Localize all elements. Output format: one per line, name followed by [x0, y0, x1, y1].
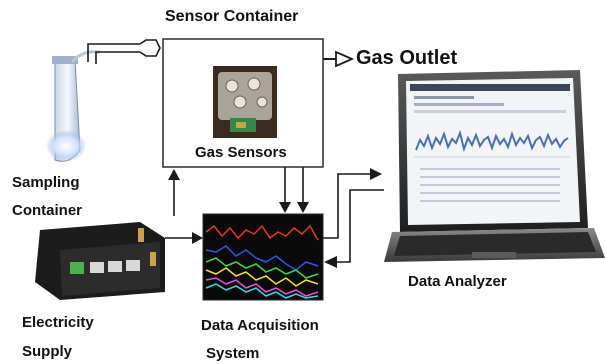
- laptop-plot-line: [415, 129, 569, 153]
- sampling-container-label-line1: Sampling: [12, 174, 80, 191]
- gas-inlet-tube: [87, 39, 161, 64]
- gas-outlet-arrow: [323, 50, 355, 68]
- electricity-supply-label-line2: Supply: [22, 343, 73, 360]
- daq-screen: [202, 213, 324, 301]
- data-acquisition-label-line1: Data Acquisition: [201, 317, 319, 334]
- gas-outlet-label: Gas Outlet: [356, 47, 458, 69]
- sampling-container-image: [46, 50, 101, 162]
- gas-sensors-label: Gas Sensors: [195, 144, 287, 161]
- sampling-container-label-line2: Container: [12, 202, 83, 219]
- gas-sensors-image: [213, 66, 277, 138]
- electricity-supply-label-line1: Electricity: [22, 314, 94, 331]
- electricity-supply-device: [35, 222, 165, 300]
- connection-lines: [165, 167, 384, 263]
- laptop-image: [384, 70, 605, 262]
- arrow-heads: [168, 168, 382, 268]
- data-analyzer-label: Data Analyzer: [408, 273, 507, 290]
- data-acquisition-label-line2: System: [206, 345, 260, 362]
- sensor-container-label: Sensor Container: [165, 8, 299, 25]
